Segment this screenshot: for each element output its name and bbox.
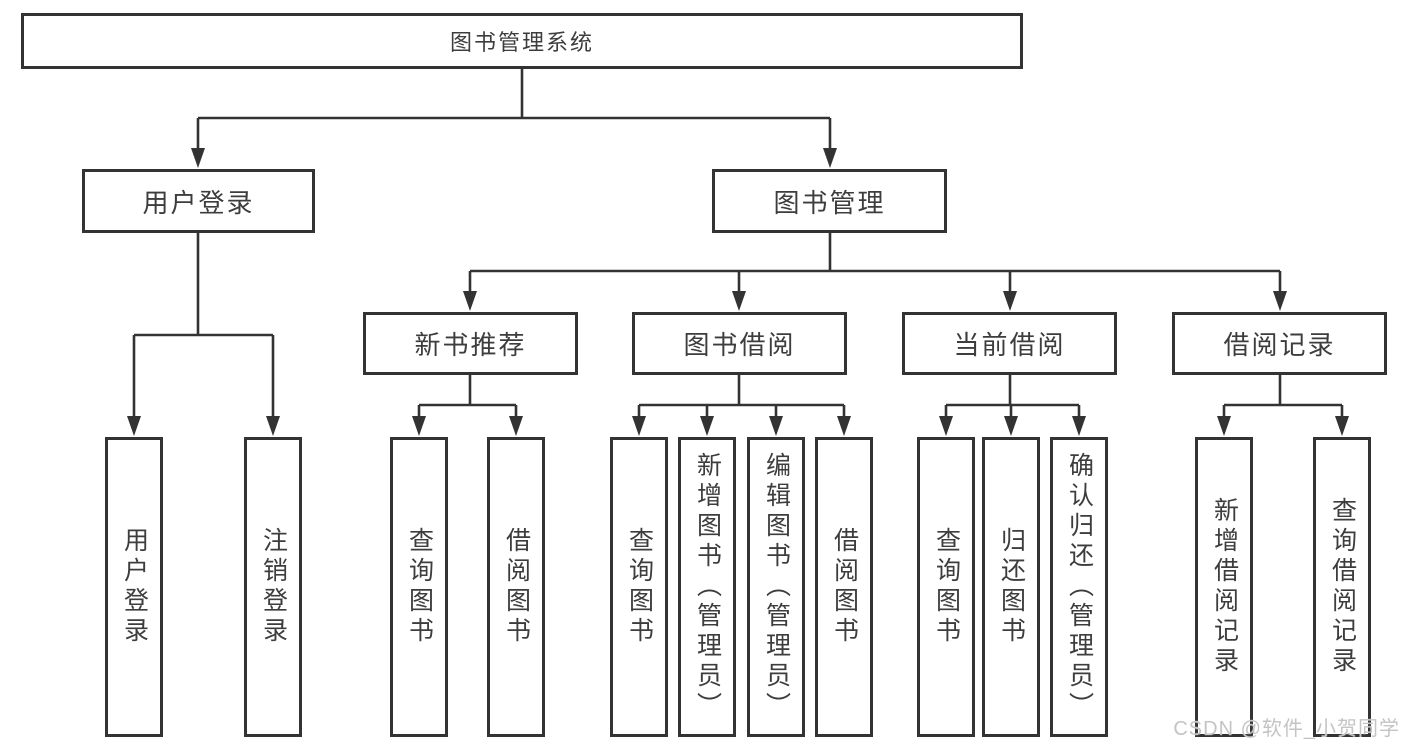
node-user-login-label: 用户登录 <box>142 187 255 218</box>
leaf-borrow-add-books-admin-label: 新增图书（管理员） <box>693 452 722 722</box>
leaf-current-return-books-label: 归还图书 <box>997 527 1026 647</box>
leaf-current-query-books-label: 查询图书 <box>932 527 961 647</box>
arrowheads <box>127 148 1349 436</box>
arrow-borrow <box>732 291 746 311</box>
leaf-user-login-label: 用户登录 <box>120 527 149 647</box>
arrow-book-management <box>823 148 837 168</box>
arrow-leaf-cur-return <box>1004 416 1018 436</box>
arrow-leaf-bor-add <box>700 416 714 436</box>
leaf-recommend-query-books-label: 查询图书 <box>405 527 434 647</box>
leaf-borrow-query-books-label: 查询图书 <box>625 527 654 647</box>
leaf-user-login: 用户登录 <box>105 437 163 737</box>
leaf-current-confirm-return-admin-label: 确认归还（管理员） <box>1065 452 1094 722</box>
arrow-records <box>1273 291 1287 311</box>
leaf-borrow-edit-books-admin-label: 编辑图书（管理员） <box>762 452 791 722</box>
node-book-management: 图书管理 <box>712 169 947 233</box>
leaf-logout-label: 注销登录 <box>259 527 288 647</box>
arrow-current <box>1003 291 1017 311</box>
leaf-records-add-record: 新增借阅记录 <box>1195 437 1253 737</box>
leaf-current-confirm-return-admin: 确认归还（管理员） <box>1050 437 1108 737</box>
leaf-current-return-books: 归还图书 <box>982 437 1040 737</box>
node-root: 图书管理系统 <box>21 13 1023 69</box>
arrow-recommend <box>463 291 477 311</box>
node-new-book-recommend: 新书推荐 <box>363 312 578 375</box>
node-root-label: 图书管理系统 <box>449 30 594 55</box>
node-new-book-recommend-label: 新书推荐 <box>414 330 527 360</box>
arrow-leaf-login <box>127 416 141 436</box>
leaf-borrow-borrow-books-label: 借阅图书 <box>830 527 859 647</box>
leaf-recommend-query-books: 查询图书 <box>390 437 448 737</box>
arrow-leaf-cur-query <box>939 416 953 436</box>
arrow-leaf-recd-add <box>1217 416 1231 436</box>
arrow-leaf-rec-query <box>412 416 426 436</box>
leaf-borrow-edit-books-admin: 编辑图书（管理员） <box>747 437 805 737</box>
leaf-current-query-books: 查询图书 <box>917 437 975 737</box>
leaf-recommend-borrow-books: 借阅图书 <box>487 437 545 737</box>
leaf-records-add-record-label: 新增借阅记录 <box>1210 497 1239 677</box>
node-book-borrow-label: 图书借阅 <box>683 330 796 360</box>
node-current-borrow: 当前借阅 <box>902 312 1117 375</box>
arrow-leaf-recd-query <box>1335 416 1349 436</box>
leaf-logout: 注销登录 <box>244 437 302 737</box>
leaf-borrow-borrow-books: 借阅图书 <box>815 437 873 737</box>
arrow-leaf-rec-borrow <box>509 416 523 436</box>
leaf-records-query-record: 查询借阅记录 <box>1313 437 1371 737</box>
arrow-leaf-cur-confirm <box>1072 416 1086 436</box>
leaf-records-query-record-label: 查询借阅记录 <box>1328 497 1357 677</box>
arrow-leaf-bor-borrow <box>837 416 851 436</box>
node-user-login: 用户登录 <box>82 169 315 233</box>
node-book-management-label: 图书管理 <box>773 187 886 218</box>
csdn-watermark: CSDN @软件_小贺同学 <box>1173 718 1400 740</box>
node-current-borrow-label: 当前借阅 <box>953 330 1066 360</box>
arrow-leaf-bor-edit <box>769 416 783 436</box>
node-borrow-records: 借阅记录 <box>1172 312 1387 375</box>
leaf-recommend-borrow-books-label: 借阅图书 <box>502 527 531 647</box>
arrow-leaf-logout <box>266 416 280 436</box>
arrow-user-login <box>191 148 205 168</box>
leaf-borrow-query-books: 查询图书 <box>610 437 668 737</box>
leaf-borrow-add-books-admin: 新增图书（管理员） <box>678 437 736 737</box>
node-borrow-records-label: 借阅记录 <box>1223 330 1336 360</box>
arrow-leaf-bor-query <box>632 416 646 436</box>
node-book-borrow: 图书借阅 <box>632 312 847 375</box>
